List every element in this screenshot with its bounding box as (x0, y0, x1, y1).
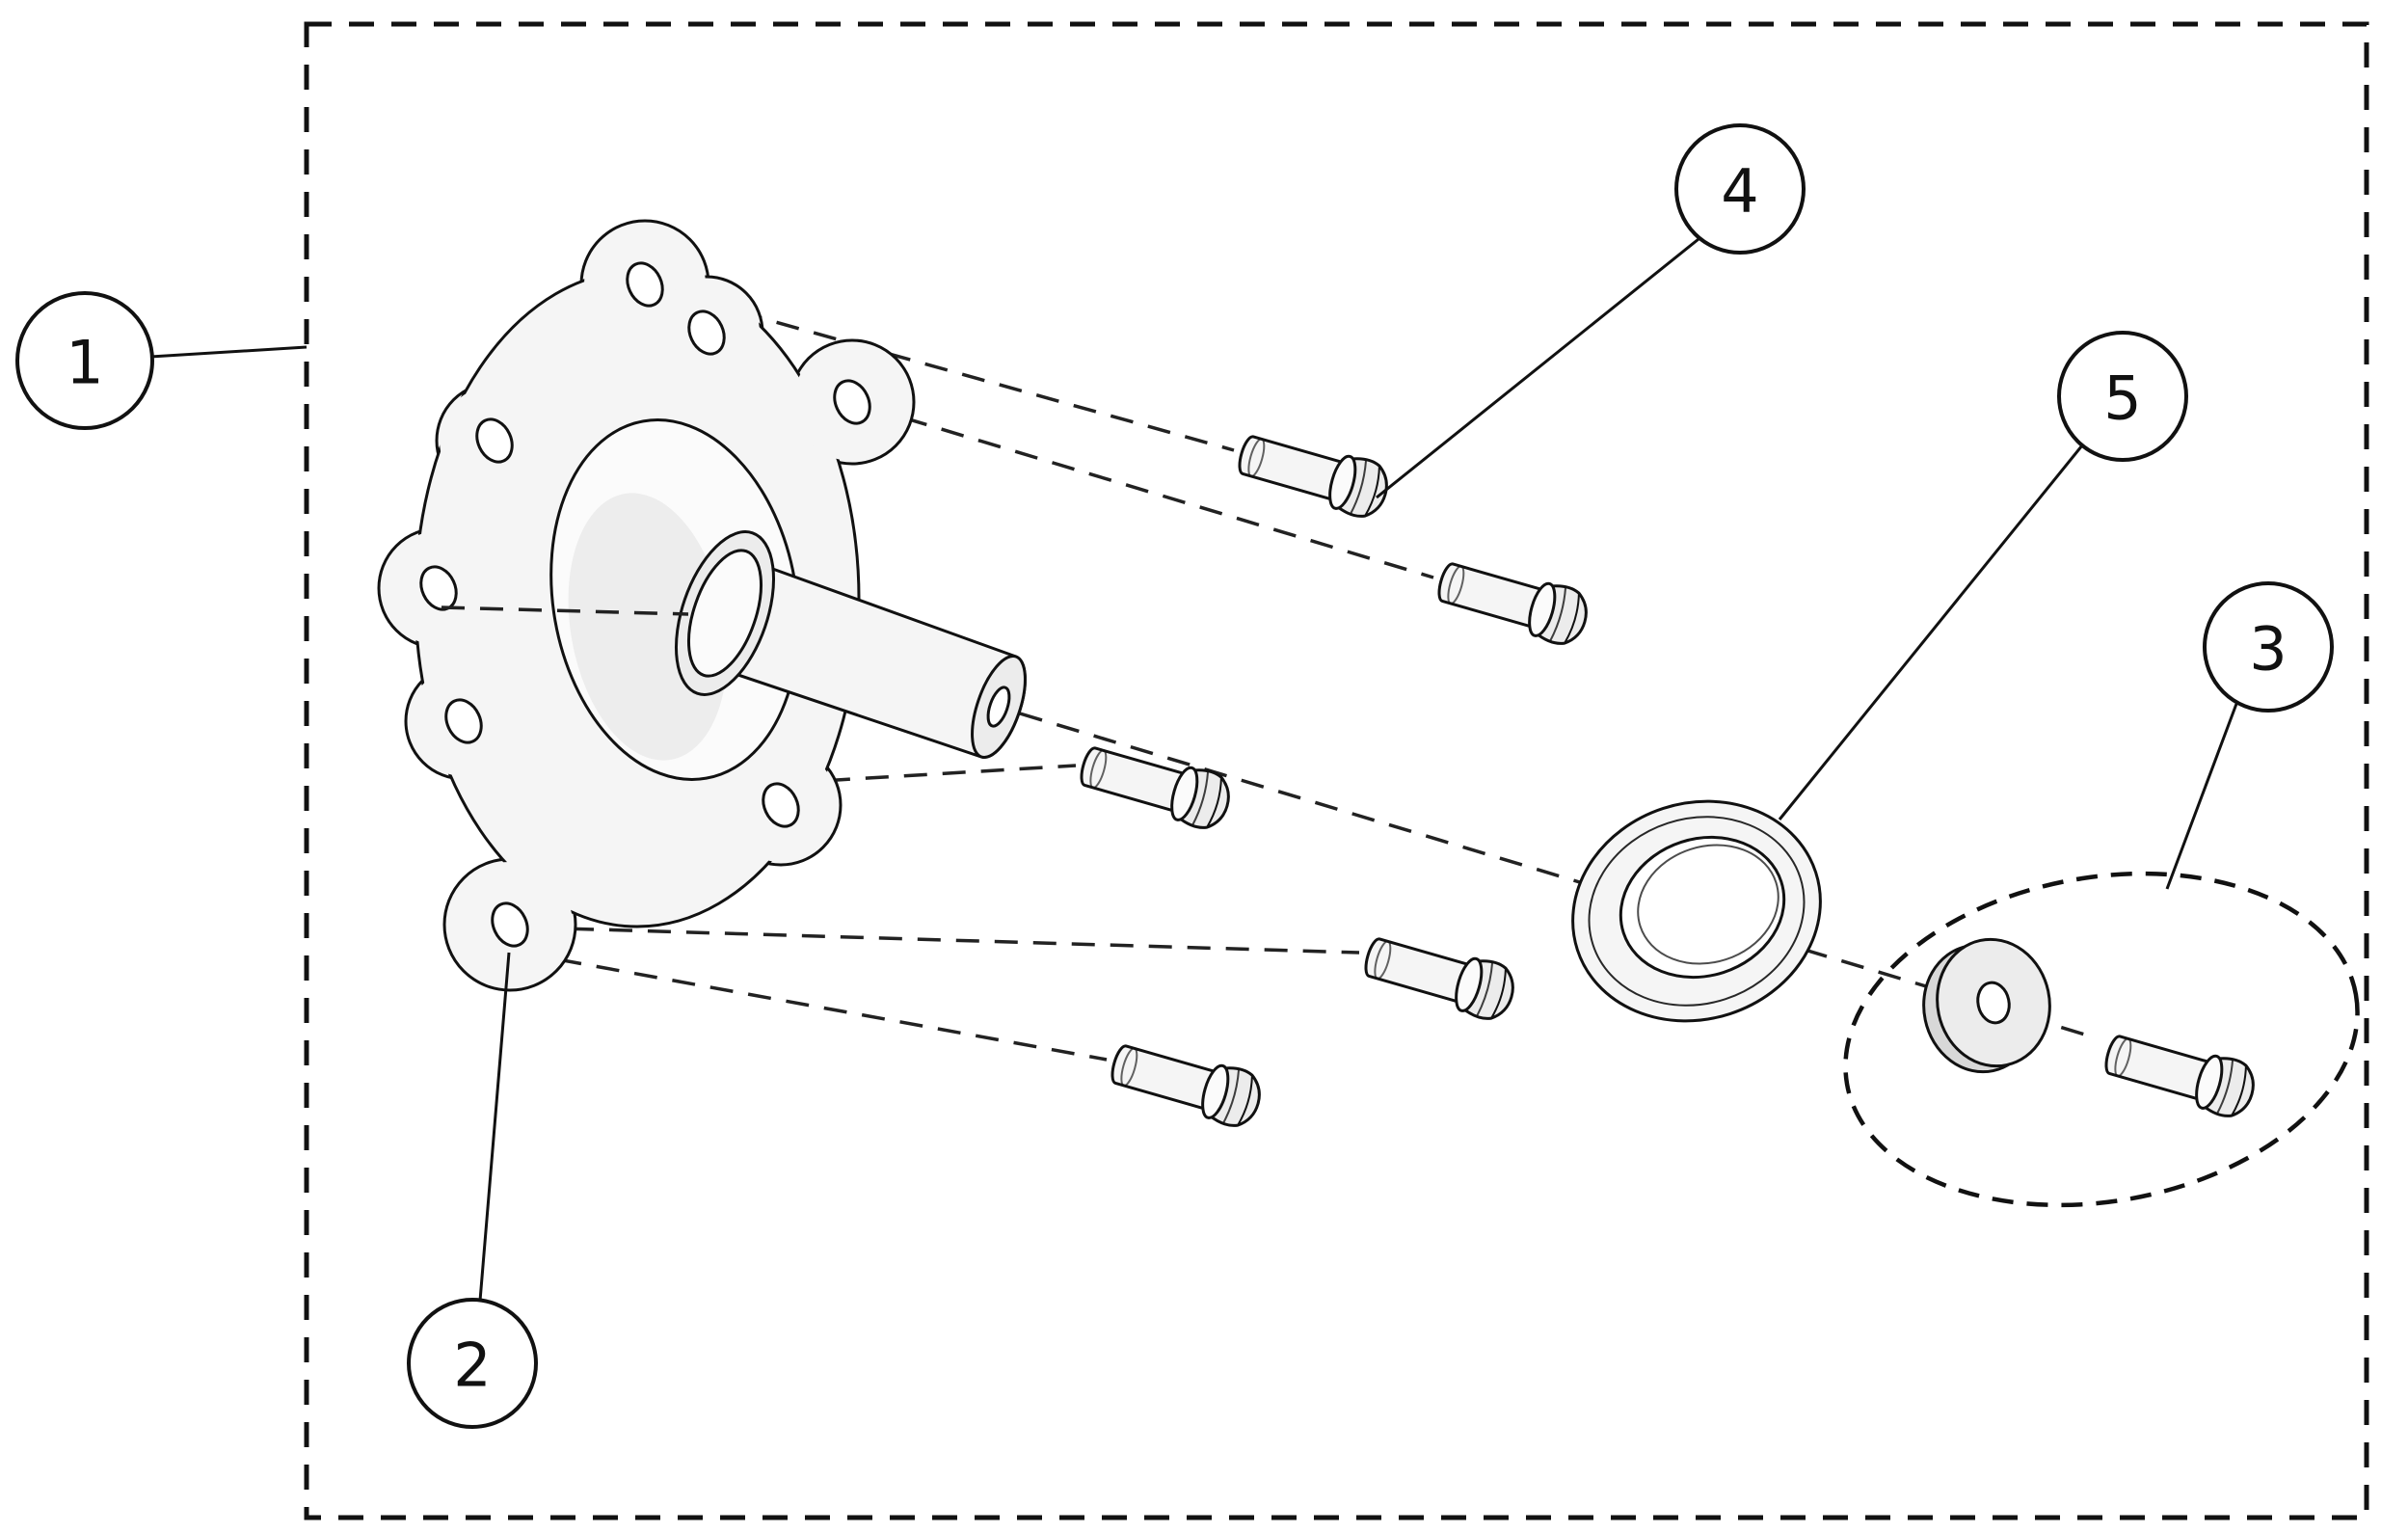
alignment-dash-line (531, 926, 1360, 955)
assembly-boundary-box (304, 21, 2369, 1520)
axis-dash-line (1804, 948, 1946, 994)
callout-4-label: 4 (1721, 156, 1758, 227)
washer-hole (1976, 981, 2011, 1025)
callout-1-bubble[interactable] (15, 291, 154, 430)
alignment-dash-line (867, 405, 1434, 579)
callout-2-bubble[interactable] (407, 1298, 538, 1429)
callout-4-bubble[interactable] (1674, 123, 1806, 255)
bolt-hole (626, 261, 664, 308)
callout-3-label: 3 (2249, 614, 2287, 685)
callout-1: 1 (15, 291, 308, 430)
callout-3-leader (2165, 703, 2238, 890)
bolt-hole (687, 309, 726, 356)
callout-5-label: 5 (2103, 363, 2141, 434)
hub-assembly (377, 219, 1027, 992)
lug-bolt-2 (1431, 551, 1594, 651)
hub-boss-shading (568, 493, 728, 761)
bolt-hole (475, 417, 514, 464)
spindle-center-hole (986, 686, 1011, 728)
callout-1-leader (149, 345, 308, 359)
seal-rim-edge (1588, 816, 1806, 1007)
seal-bore (1619, 835, 1786, 980)
lug-bolt-1 (1232, 424, 1395, 524)
seal-bore-edge (1637, 844, 1779, 965)
seal-ring (1571, 799, 1822, 1023)
callout-4: 4 (1376, 123, 1806, 499)
callout-2-label: 2 (453, 1331, 491, 1401)
bolt-hole (833, 379, 871, 425)
callout-3-bubble[interactable] (2203, 581, 2334, 713)
callout-5-leader (1778, 444, 2084, 820)
callout-5-bubble[interactable] (2057, 331, 2188, 462)
callout-5: 5 (1778, 331, 2188, 820)
callout-2: 2 (407, 952, 538, 1429)
lug-bolt-3 (1074, 736, 1237, 835)
hardware-group-outline (1843, 871, 2360, 1208)
bearing-collar-inner (687, 549, 763, 678)
axis-dash-line (1019, 712, 1584, 885)
bolt-hole (444, 698, 483, 744)
bolt-hole (762, 782, 800, 828)
hardware-group (1843, 871, 2360, 1208)
callout-3: 3 (2165, 581, 2334, 890)
callout-1-label: 1 (66, 328, 103, 398)
lug-bolt-5 (1105, 1034, 1268, 1133)
alignment-dash-line (520, 951, 1108, 1062)
bolt-hole (491, 901, 529, 948)
axis-dash-line (441, 605, 689, 616)
callout-2-leader (478, 952, 511, 1302)
lug-bolt-4 (1358, 927, 1521, 1026)
callout-4-leader (1376, 237, 1699, 499)
flange-bolt (2099, 1024, 2261, 1123)
